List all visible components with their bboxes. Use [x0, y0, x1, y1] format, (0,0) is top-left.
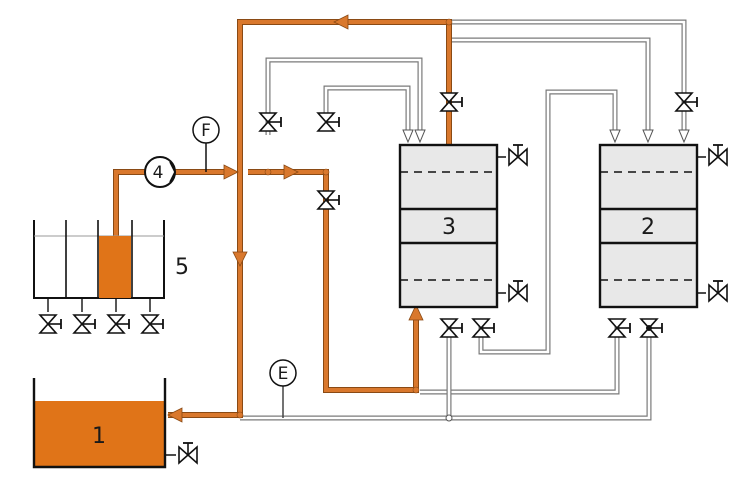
valve-icon[interactable]: [317, 112, 340, 132]
valve-icon[interactable]: [472, 318, 495, 338]
arrow-right-2: [283, 164, 299, 180]
tank-label: 1: [92, 424, 106, 449]
valve-icon[interactable]: [141, 314, 164, 334]
pump: 4: [144, 156, 176, 188]
inlet-arrows: [402, 129, 690, 144]
column-2-label: 2: [641, 215, 655, 240]
valve-icon[interactable]: [608, 318, 631, 338]
arrow-right-1: [223, 164, 239, 180]
detector-label: E: [278, 364, 289, 384]
valve-icon[interactable]: [107, 314, 130, 334]
active-pipes: [113, 19, 452, 418]
valve-icon[interactable]: [178, 442, 198, 464]
valve-icon[interactable]: [708, 280, 728, 302]
arrow-left-tank: [167, 407, 183, 423]
reservoir-label: 5: [175, 255, 189, 280]
flow-meter-label: F: [201, 121, 211, 141]
valve-icon[interactable]: [440, 92, 463, 112]
valve-icon[interactable]: [508, 144, 528, 166]
valve-icon[interactable]: [317, 190, 340, 210]
valve-icon[interactable]: [708, 144, 728, 166]
valve-icon[interactable]: [73, 314, 96, 334]
arrow-up: [408, 304, 424, 321]
arrow-top-left: [333, 14, 349, 30]
arrow-down: [232, 251, 248, 267]
pump-label: 4: [153, 163, 164, 183]
detector: E: [269, 359, 297, 387]
collection-tank: 1: [32, 378, 176, 469]
flow-meter: F: [192, 116, 220, 172]
valve-icon[interactable]: [675, 92, 698, 112]
valve-icon[interactable]: [508, 280, 528, 302]
valve-icon[interactable]: [259, 112, 282, 132]
reservoir-bank: 5: [33, 220, 189, 312]
column-2: 2: [598, 143, 706, 309]
valve-icon[interactable]: [39, 314, 62, 334]
junction-dots: [236, 18, 453, 419]
active-reservoir-liquid: [99, 236, 131, 298]
column-3-label: 3: [442, 215, 456, 240]
inactive-pipes: [240, 19, 687, 421]
valve-icon[interactable]: [440, 318, 463, 338]
column-3: 3: [398, 143, 506, 309]
flow-arrows: [167, 14, 424, 423]
closed-valve-marker: [646, 325, 652, 331]
tank-liquid: [34, 401, 165, 467]
